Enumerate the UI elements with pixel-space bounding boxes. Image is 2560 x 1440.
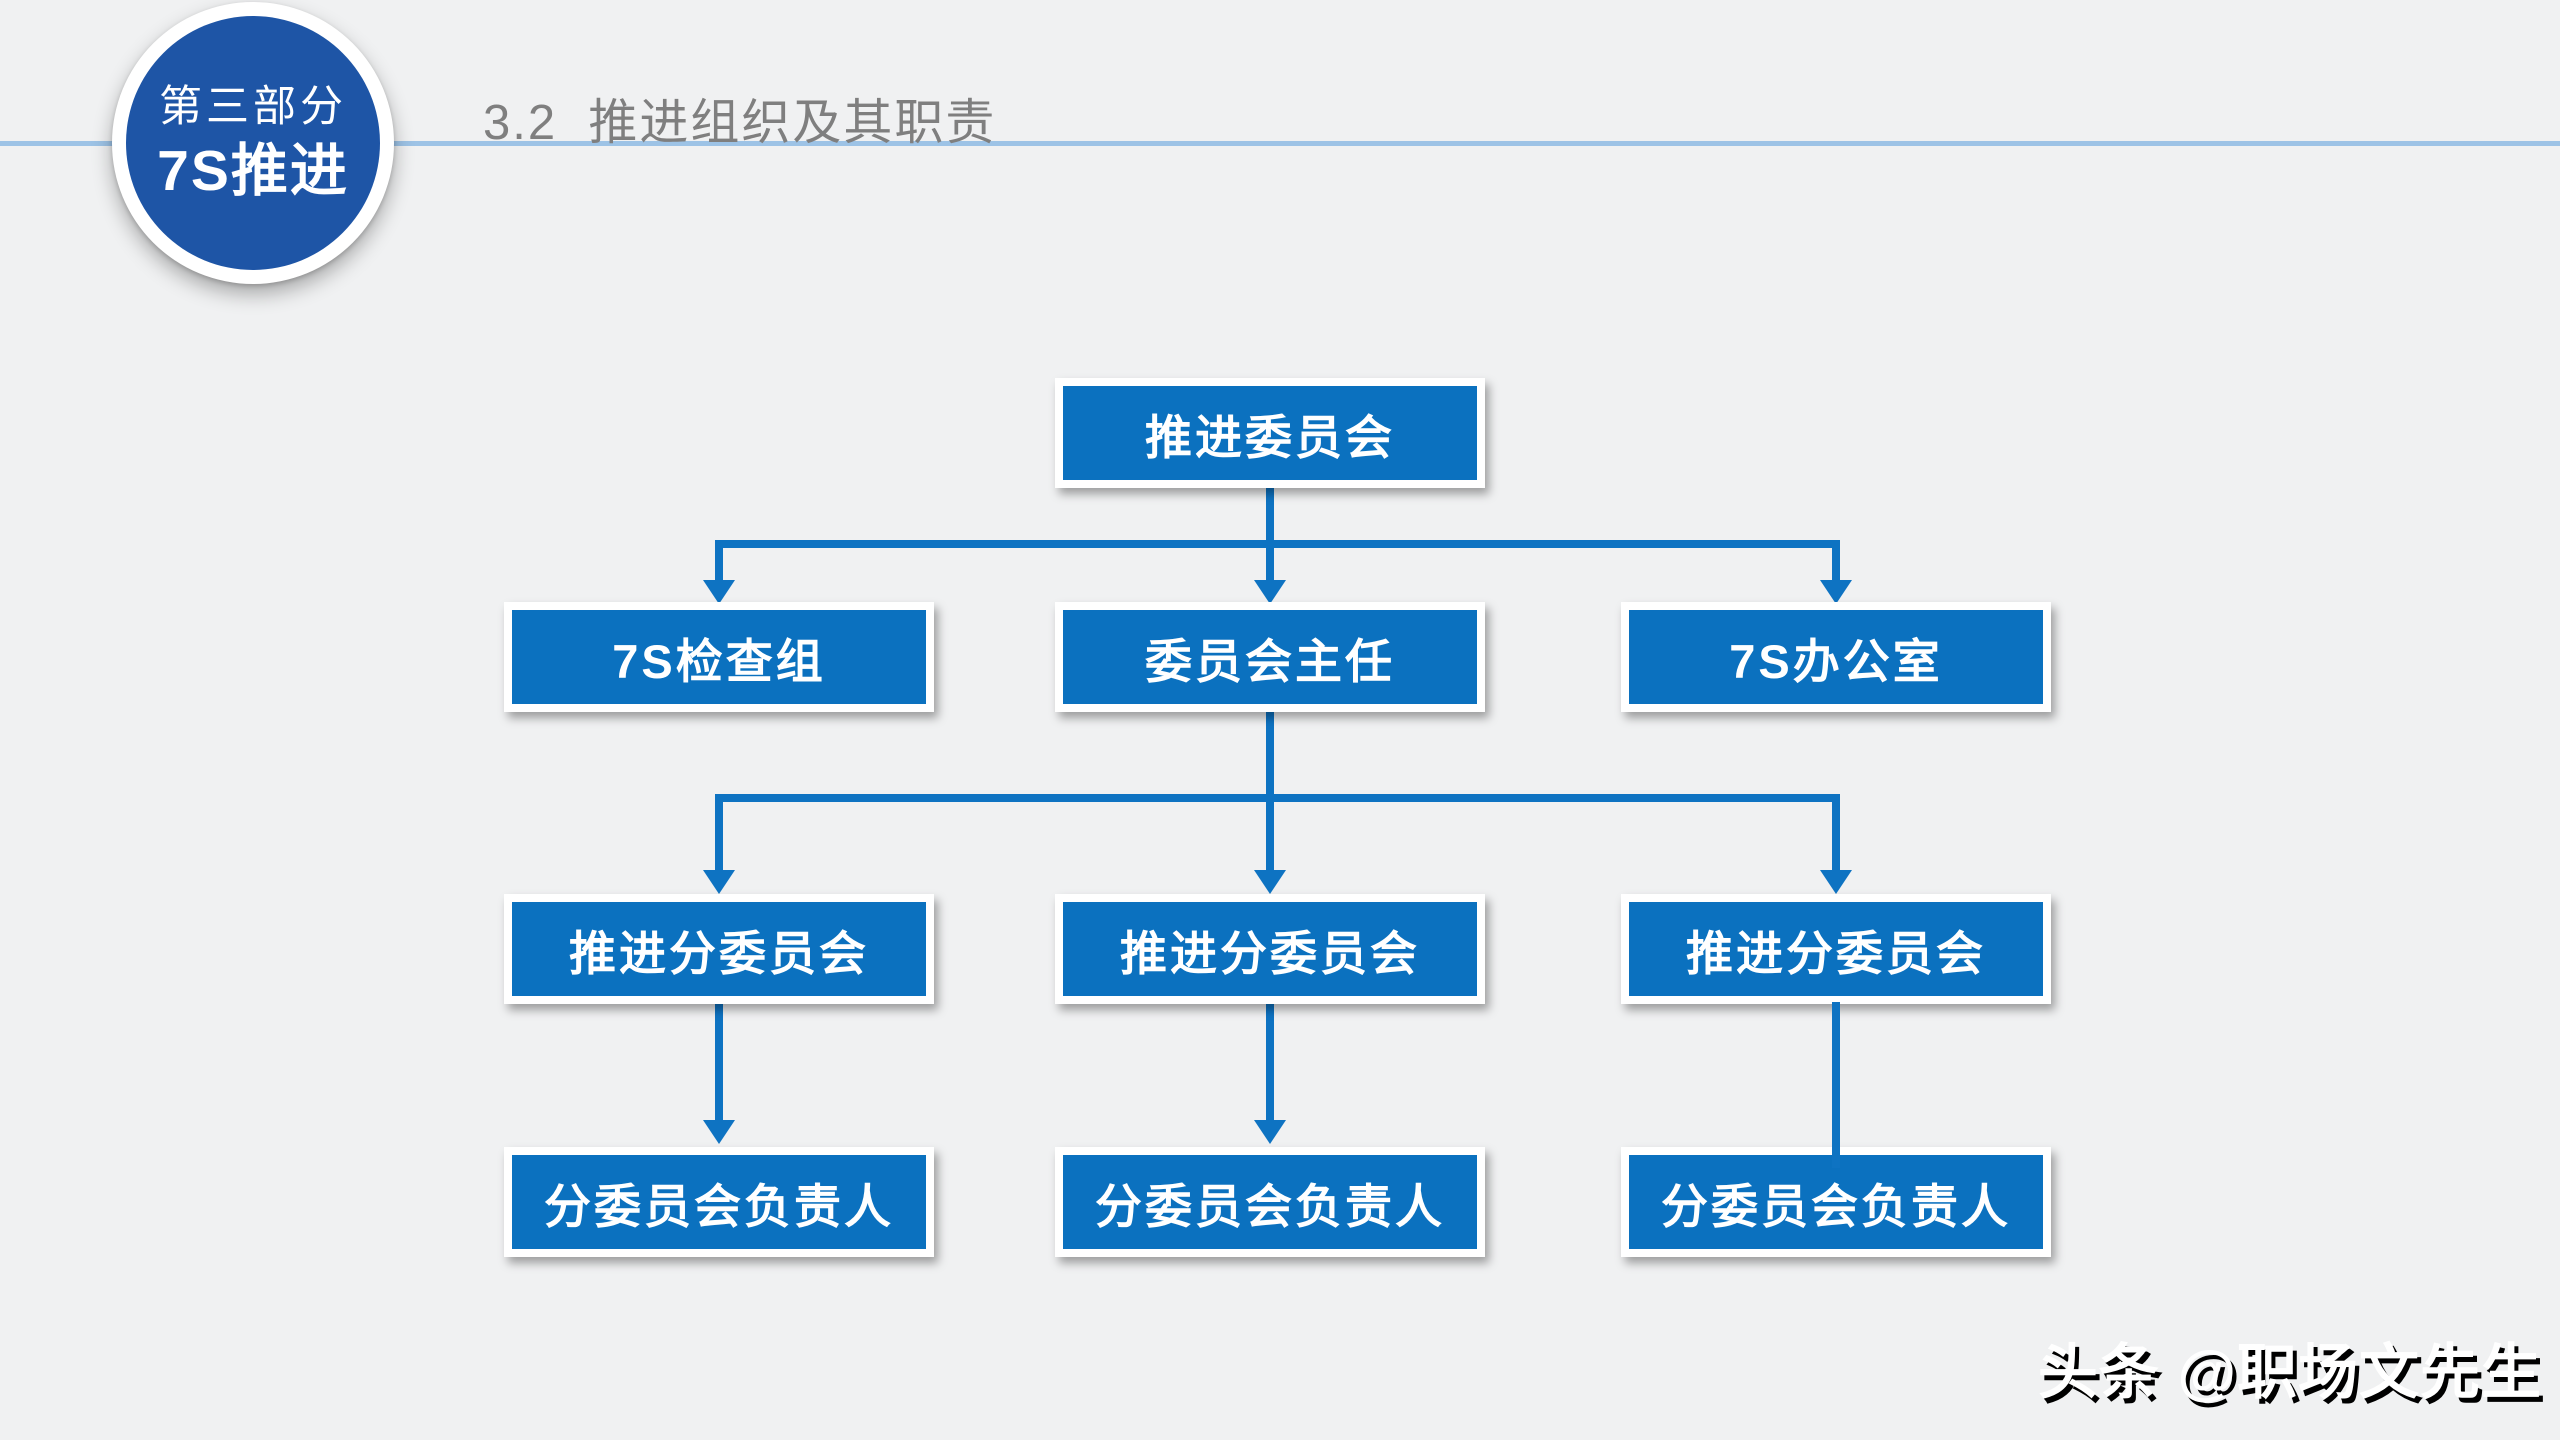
org-node-subcommittee-1: 推进分委员会 [504,894,934,1004]
arrowhead-level2-right [1820,580,1852,604]
section-badge-circle: 第三部分 7S推进 [126,16,380,270]
arrowhead-level2-left [703,580,735,604]
connector-level2-drop-center [1266,548,1274,584]
connector-level3-drop-center [1266,802,1274,872]
arrowhead-level2-center [1254,580,1286,604]
arrowhead-level3-right [1820,870,1852,894]
connector-level4-drop-right [1832,1002,1840,1168]
connector-chairman-vertical [1266,710,1274,798]
connector-level4-drop-center [1266,1002,1274,1122]
org-node-subcommittee-2: 推进分委员会 [1055,894,1485,1004]
section-badge-topic-label: 7S推进 [157,139,349,203]
connector-level3-drop-left [715,802,723,872]
org-node-subcommittee-leader-3: 分委员会负责人 [1621,1147,2051,1257]
section-badge: 第三部分 7S推进 [112,2,394,284]
connector-level3-drop-right [1832,802,1840,872]
org-node-7s-inspection-team: 7S检查组 [504,602,934,712]
org-node-subcommittee-leader-1: 分委员会负责人 [504,1147,934,1257]
org-node-committee-chairman: 委员会主任 [1055,602,1485,712]
connector-level2-drop-right [1832,548,1840,584]
connector-level2-horizontal [715,540,1840,548]
arrowhead-level4-center [1254,1120,1286,1144]
connector-level2-drop-left [715,548,723,584]
header-divider-line [0,141,2560,146]
arrowhead-level3-center [1254,870,1286,894]
connector-level4-drop-left [715,1002,723,1122]
watermark: 头条 @职场文先生 [2037,1339,2542,1406]
org-node-subcommittee-3: 推进分委员会 [1621,894,2051,1004]
org-node-promotion-committee: 推进委员会 [1055,378,1485,488]
org-node-7s-office: 7S办公室 [1621,602,2051,712]
arrowhead-level4-left [703,1120,735,1144]
connector-level3-horizontal [715,794,1840,802]
connector-root-vertical [1266,486,1274,544]
org-node-subcommittee-leader-2: 分委员会负责人 [1055,1147,1485,1257]
section-badge-part-label: 第三部分 [159,83,347,131]
arrowhead-level3-left [703,870,735,894]
slide-title: 3.2 推进组织及其职责 [483,96,997,150]
